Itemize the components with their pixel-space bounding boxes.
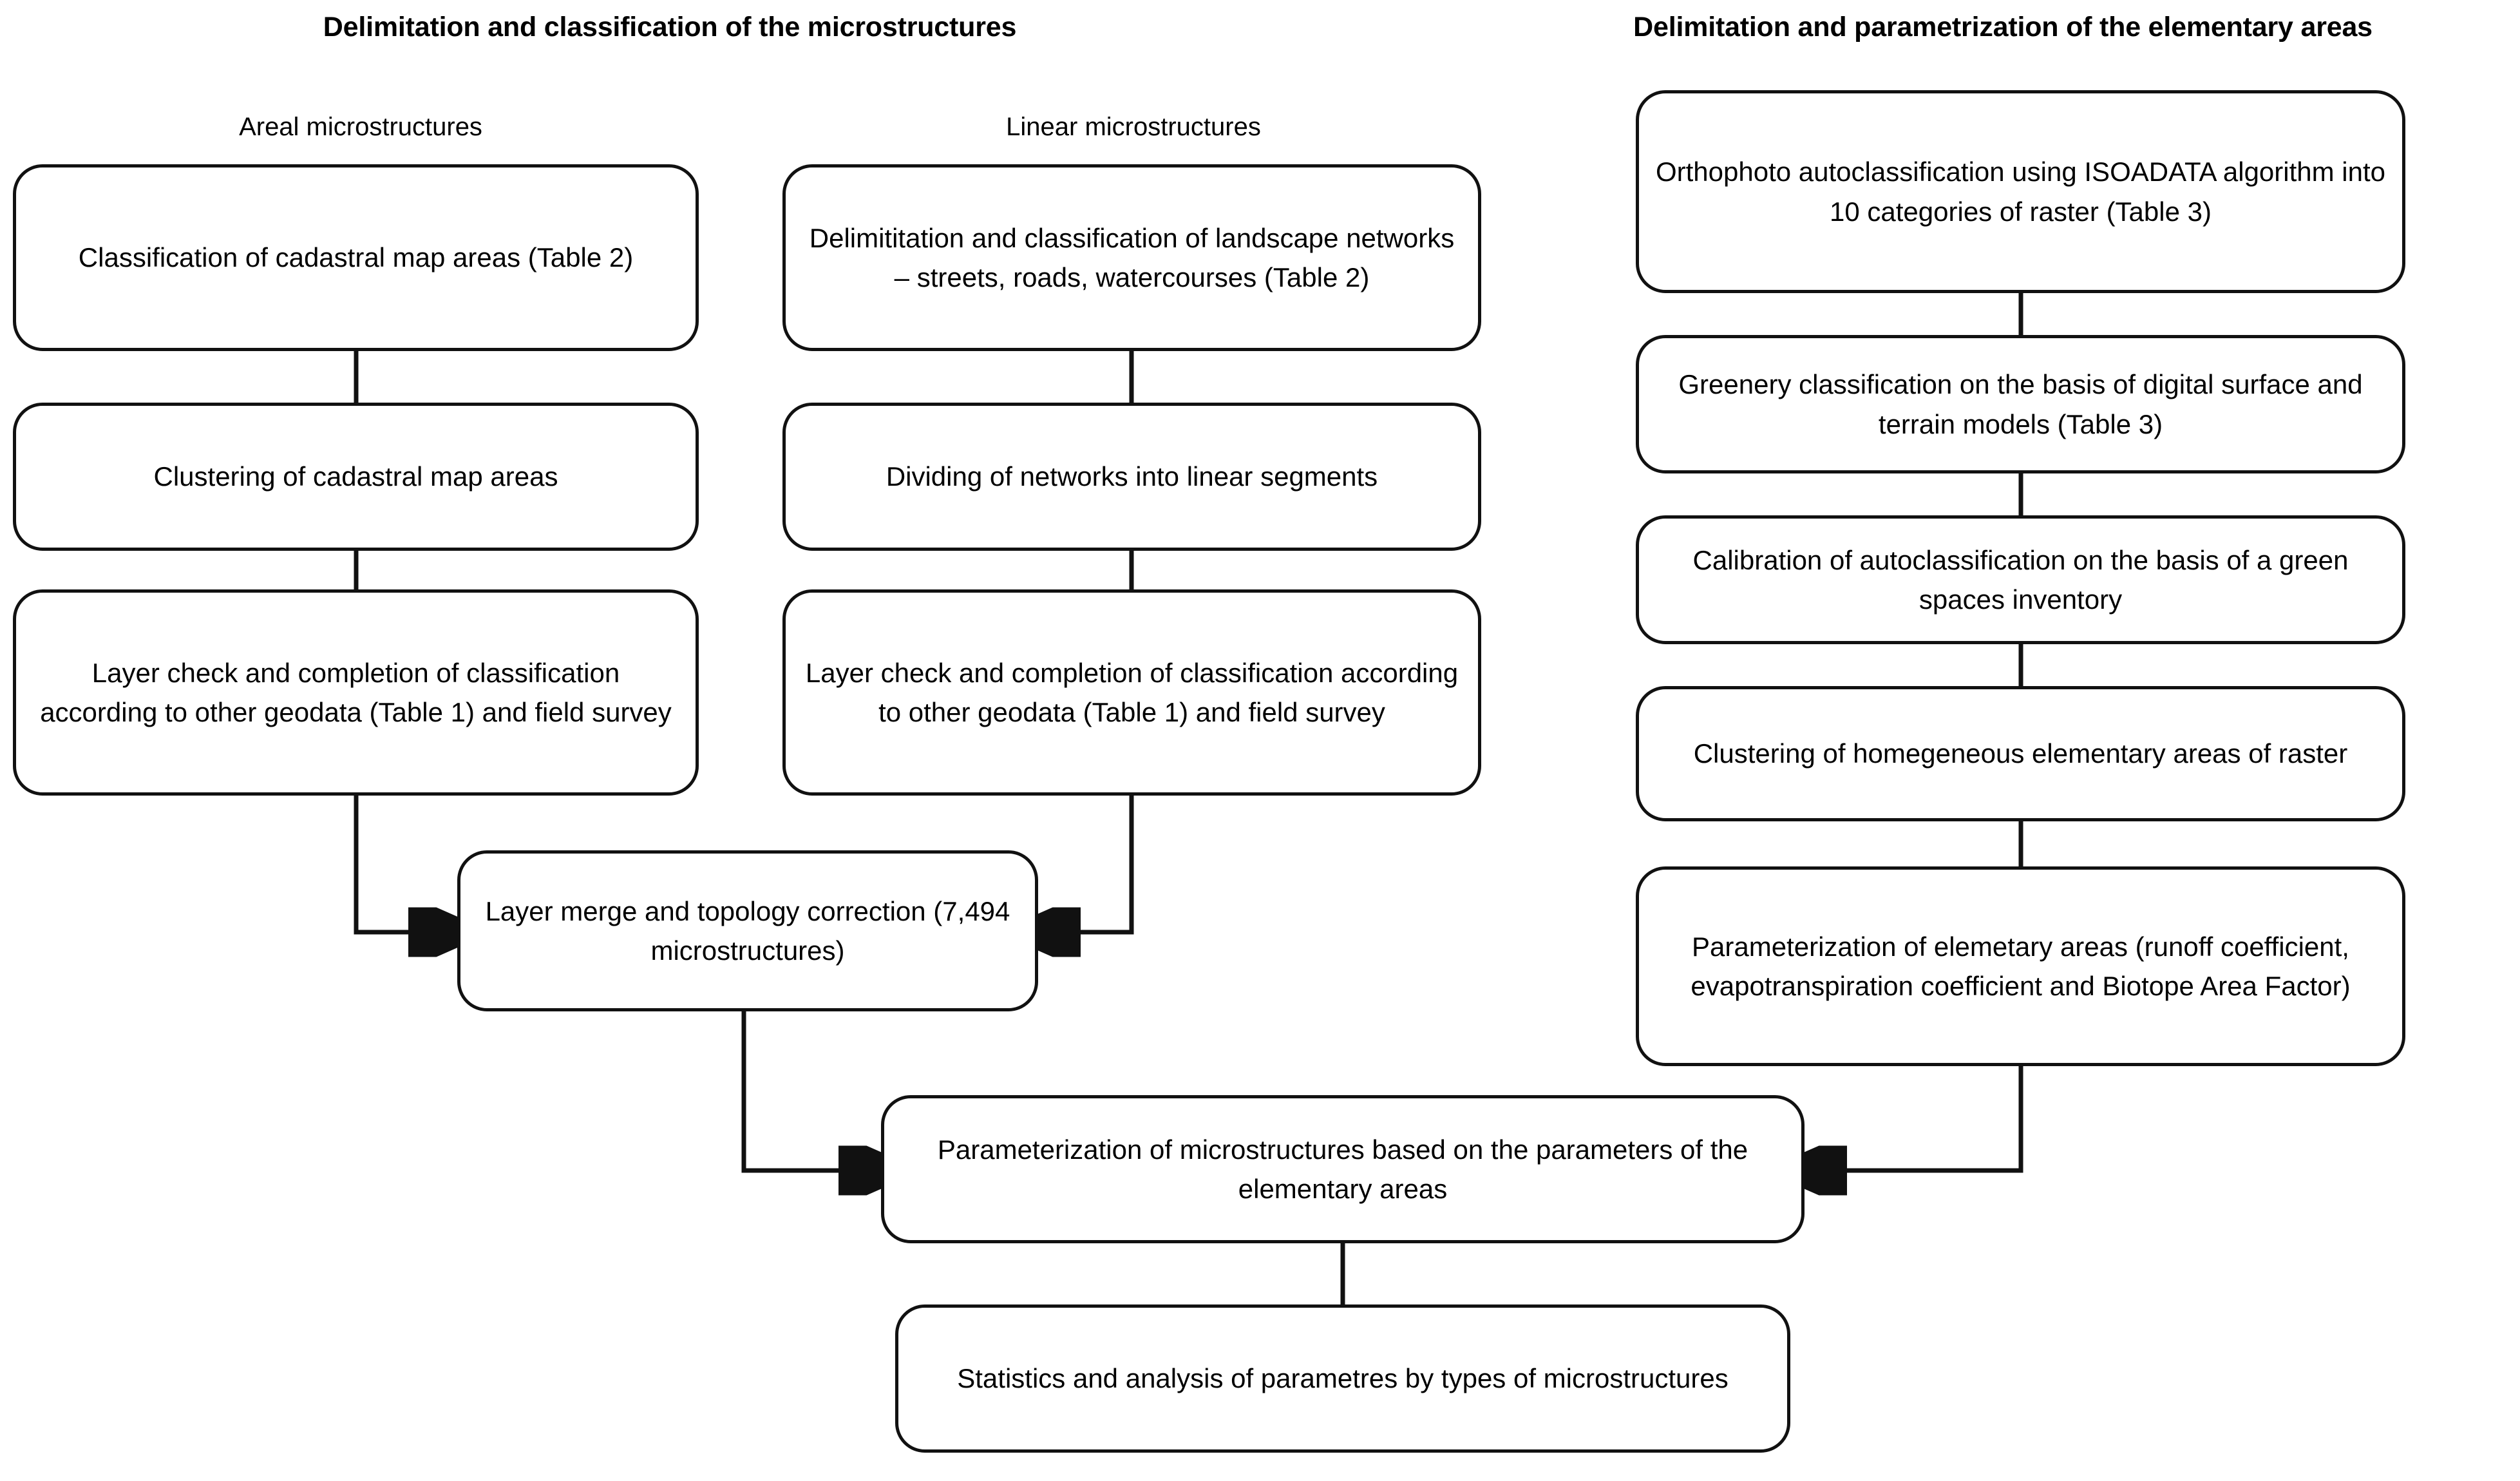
node-label: Greenery classification on the basis of … [1678,369,2363,439]
node-areal-classification[interactable]: Classification of cadastral map areas (T… [13,164,699,351]
node-layer-merge[interactable]: Layer merge and topology correction (7,4… [457,850,1038,1011]
node-areal-layer-check[interactable]: Layer check and completion of classifica… [13,589,699,796]
node-clustering-elementary-areas[interactable]: Clustering of homegeneous elementary are… [1636,686,2405,821]
node-label: Layer check and completion of classifica… [805,657,1459,727]
node-linear-layer-check[interactable]: Layer check and completion of classifica… [782,589,1481,796]
subheader-linear: Linear microstructures [1006,113,1261,141]
node-linear-delimitation[interactable]: Delimititation and classification of lan… [782,164,1481,351]
node-label: Orthophoto autoclassification using ISOA… [1655,157,2385,227]
node-areal-clustering[interactable]: Clustering of cadastral map areas [13,403,699,551]
node-parameterization-microstructures[interactable]: Parameterization of microstructures base… [881,1095,1805,1243]
node-linear-dividing[interactable]: Dividing of networks into linear segment… [782,403,1481,551]
node-label: Parameterization of microstructures base… [937,1134,1748,1204]
edge-right5-param [1805,1066,2023,1170]
node-label: Statistics and analysis of parametres by… [957,1363,1729,1394]
node-label: Layer merge and topology correction (7,4… [485,895,1010,966]
edge-areal3-merge [354,796,451,932]
node-orthophoto-autoclassification[interactable]: Orthophoto autoclassification using ISOA… [1636,90,2405,293]
node-label: Classification of cadastral map areas (T… [78,242,634,273]
header-left: Delimitation and classification of the m… [323,12,1017,43]
node-statistics-analysis[interactable]: Statistics and analysis of parametres by… [895,1304,1790,1453]
node-calibration-autoclassification[interactable]: Calibration of autoclassification on the… [1636,515,2405,644]
node-label: Dividing of networks into linear segment… [886,461,1378,492]
edge-merge-param [741,1011,881,1170]
node-label: Clustering of cadastral map areas [153,461,558,492]
node-label: Calibration of autoclassification on the… [1692,544,2349,615]
node-label: Parameterization of elemetary areas (run… [1691,931,2351,1001]
node-label: Clustering of homegeneous elementary are… [1693,738,2348,769]
subheader-areal: Areal microstructures [239,113,482,141]
header-right: Delimitation and parametrization of the … [1633,12,2373,43]
edge-linear3-merge [1038,796,1134,932]
node-label: Delimititation and classification of lan… [809,222,1455,292]
node-parameterization-elementary-areas[interactable]: Parameterization of elemetary areas (run… [1636,866,2405,1066]
node-greenery-classification[interactable]: Greenery classification on the basis of … [1636,335,2405,473]
node-label: Layer check and completion of classifica… [40,657,672,727]
